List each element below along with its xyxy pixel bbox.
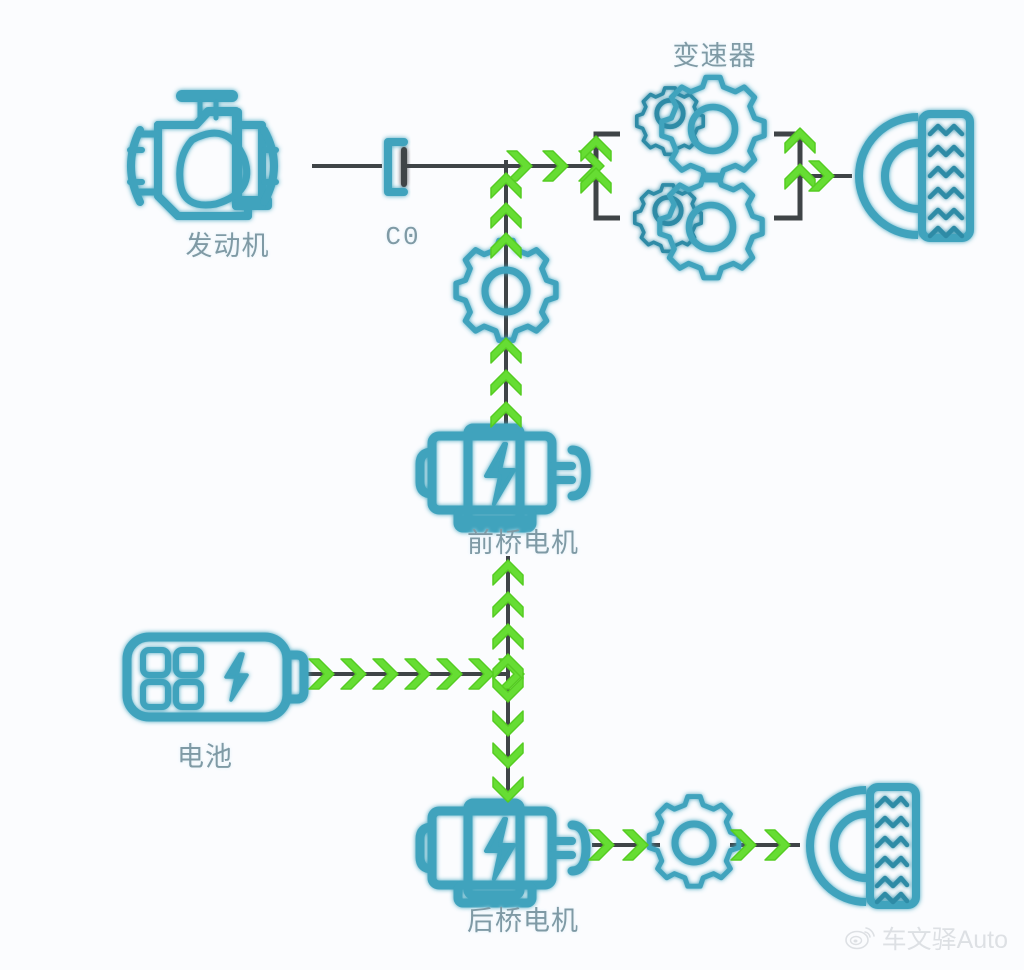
label-battery: 电池 [177, 742, 233, 772]
label-engine: 发动机 [185, 231, 270, 261]
label-rear-axle-motor: 后桥电机 [467, 906, 579, 936]
clutch-icon [384, 138, 408, 196]
label-front-axle-motor: 前桥电机 [467, 528, 579, 558]
label-transmission: 变速器 [672, 41, 757, 71]
gear-icon [646, 794, 742, 889]
engine-icon [127, 90, 279, 220]
flow-transmission-output [784, 127, 835, 192]
label-clutch-c0: C0 [385, 222, 421, 252]
motor-icon [415, 423, 591, 533]
watermark-text: 车文驿Auto [881, 926, 1008, 954]
tire-icon [806, 783, 920, 909]
tire-icon [855, 110, 974, 242]
gear-icon [453, 237, 559, 344]
motor-icon [415, 798, 591, 908]
watermark: 车文驿Auto [844, 920, 1008, 956]
weibo-eye-icon [844, 927, 875, 950]
gear-icon [657, 172, 765, 281]
gear-icon [659, 74, 767, 183]
gear-pair-icon [634, 74, 767, 183]
battery-icon [122, 632, 309, 722]
gear-pair-icon-lower [632, 172, 765, 281]
